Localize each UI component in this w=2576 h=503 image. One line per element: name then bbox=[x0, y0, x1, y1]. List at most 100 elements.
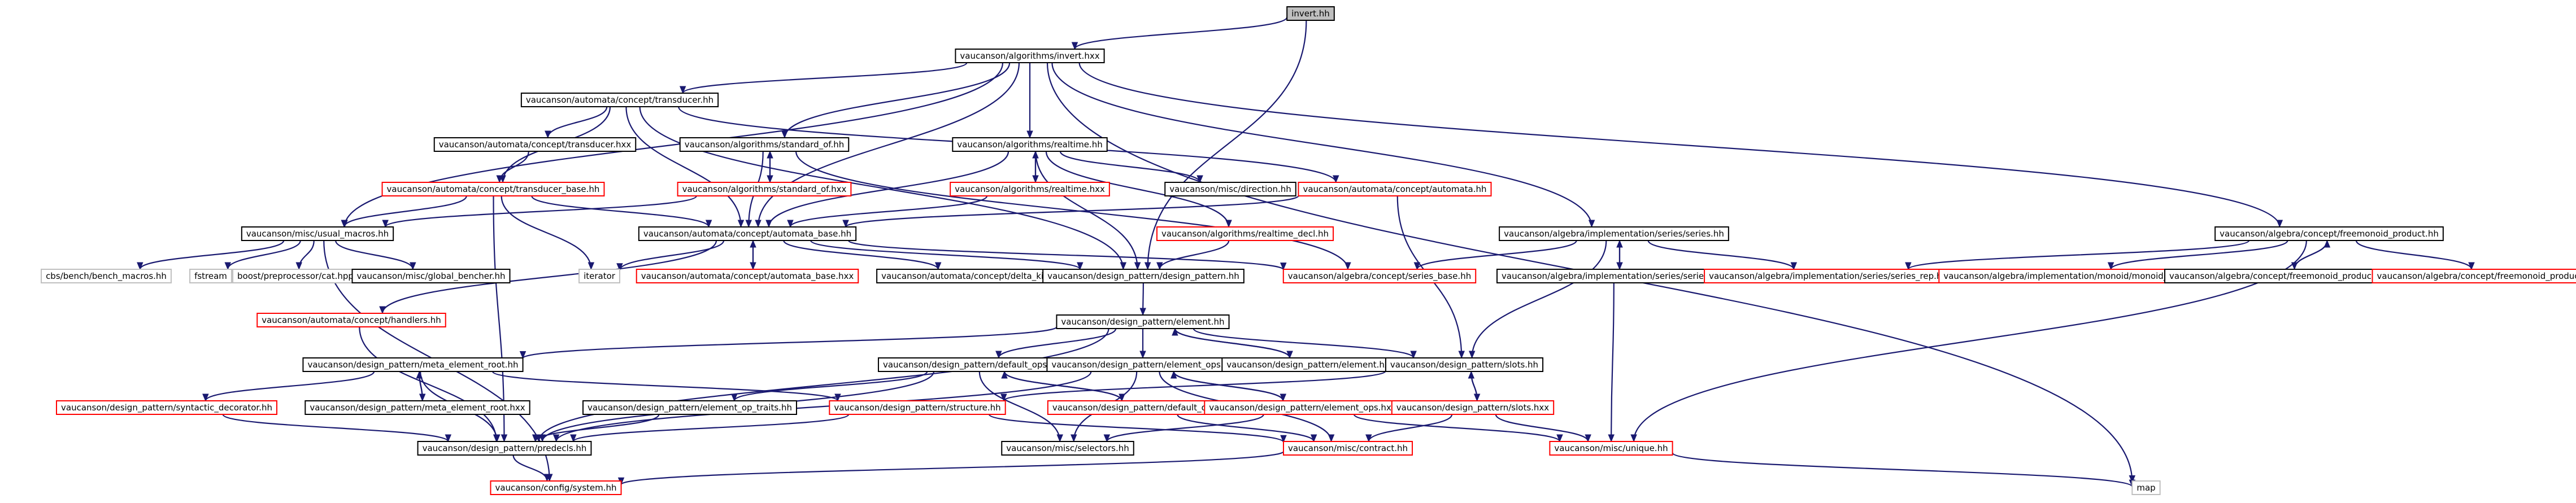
node-unique-hh[interactable]: vaucanson/misc/unique.hh bbox=[1549, 441, 1673, 456]
arrow-head bbox=[137, 262, 143, 270]
node-box bbox=[417, 441, 592, 456]
node-box bbox=[2372, 269, 2576, 283]
node-freemonoid-product-hxx[interactable]: vaucanson/algebra/concept/freemonoid_pro… bbox=[2164, 269, 2398, 283]
node-box bbox=[232, 269, 359, 283]
edge-structure-hh-to-contract-hh bbox=[988, 413, 1287, 443]
edge-line bbox=[555, 371, 1092, 442]
edge-default-ops-hh-to-selectors-hh bbox=[978, 371, 1063, 443]
node-delta-kind-hh[interactable]: vaucanson/automata/concept/delta_kind.hh bbox=[876, 269, 1073, 283]
node-design-pattern-hh[interactable]: vaucanson/design_pattern/design_pattern.… bbox=[1042, 269, 1245, 283]
node-element-op-traits-hh[interactable]: vaucanson/design_pattern/element_op_trai… bbox=[582, 400, 797, 415]
node-default-ops-hh[interactable]: vaucanson/design_pattern/default_ops.hh bbox=[877, 357, 1066, 372]
edge-slots-hxx-to-slots-hh bbox=[1468, 370, 1478, 401]
edge-line bbox=[572, 413, 850, 443]
edge-concept-transducer-hh-to-concept-transducer-hxx bbox=[545, 106, 608, 139]
edge-line bbox=[512, 454, 548, 482]
edge-invert-hh-to-design-pattern-hh bbox=[1144, 20, 1307, 270]
edge-usual-macros-hh-to-global-bencher-hh bbox=[335, 240, 416, 270]
node-usual-macros-hh[interactable]: vaucanson/misc/usual_macros.hh bbox=[241, 226, 394, 241]
node-handlers-hh[interactable]: vaucanson/automata/concept/handlers.hh bbox=[256, 313, 446, 327]
edge-line bbox=[847, 239, 1284, 270]
node-transducer-base-hh[interactable]: vaucanson/automata/concept/transducer_ba… bbox=[381, 182, 605, 196]
node-standard-of-hh[interactable]: vaucanson/algorithms/standard_of.hh bbox=[679, 137, 850, 152]
node-freemonoid-product-hh[interactable]: vaucanson/algebra/concept/freemonoid_pro… bbox=[2214, 226, 2444, 241]
node-series-hh[interactable]: vaucanson/algebra/implementation/series/… bbox=[1499, 226, 1729, 241]
arrow-head bbox=[1056, 434, 1063, 443]
node-element-ops-hh[interactable]: vaucanson/design_pattern/element_ops.hh bbox=[1046, 357, 1239, 372]
node-element-ops-hxx[interactable]: vaucanson/design_pattern/element_ops.hxx bbox=[1204, 400, 1402, 415]
node-realtime-hh[interactable]: vaucanson/algorithms/realtime.hh bbox=[952, 137, 1108, 152]
node-box bbox=[2131, 480, 2161, 495]
edge-default-ops-hxx-to-contract-hh bbox=[1177, 414, 1317, 443]
node-predecls-hh[interactable]: vaucanson/design_pattern/predecls.hh bbox=[417, 441, 592, 456]
node-label: boost/preprocessor/cat.hpp bbox=[237, 271, 354, 281]
edge-line bbox=[204, 371, 375, 401]
node-monoid-rep-hh[interactable]: vaucanson/algebra/implementation/monoid/… bbox=[1938, 269, 2200, 283]
node-meta-element-root-hh[interactable]: vaucanson/design_pattern/meta_element_ro… bbox=[302, 357, 524, 372]
edge-series-hh-to-series-base-hh bbox=[1413, 240, 1577, 270]
node-freemonoid-product-base-hh[interactable]: vaucanson/algebra/concept/freemonoid_pro… bbox=[2372, 269, 2576, 283]
node-algo-invert-hxx[interactable]: vaucanson/algorithms/invert.hxx bbox=[955, 49, 1105, 63]
node-box bbox=[241, 226, 394, 241]
node-selectors-hh[interactable]: vaucanson/misc/selectors.hh bbox=[1001, 441, 1134, 456]
arrow-head bbox=[679, 86, 686, 94]
edge-line bbox=[139, 240, 285, 270]
edge-slots-hh-to-structure-hh bbox=[1000, 370, 1387, 402]
node-box bbox=[578, 269, 620, 283]
node-automata-base-hxx[interactable]: vaucanson/automata/concept/automata_base… bbox=[636, 269, 859, 283]
edge-standard-of-hxx-to-usual-macros-hh bbox=[382, 195, 697, 228]
node-label: vaucanson/misc/direction.hh bbox=[1169, 184, 1291, 194]
node-structure-hh[interactable]: vaucanson/design_pattern/structure.hh bbox=[829, 400, 1006, 415]
arrow-head bbox=[552, 434, 560, 443]
node-contract-hh[interactable]: vaucanson/misc/contract.hh bbox=[1282, 441, 1413, 456]
node-box bbox=[1549, 441, 1673, 456]
edge-line bbox=[784, 62, 1011, 138]
node-label: vaucanson/automata/concept/automata_base… bbox=[643, 229, 851, 239]
node-element-hxx[interactable]: vaucanson/design_pattern/element.hxx bbox=[1221, 357, 1400, 372]
node-element-hh[interactable]: vaucanson/design_pattern/element.hh bbox=[1056, 314, 1230, 329]
edge-line bbox=[2294, 240, 2328, 270]
node-label: vaucanson/algorithms/realtime_decl.hh bbox=[1161, 229, 1329, 239]
node-syntactic-decorator-hh[interactable]: vaucanson/design_pattern/syntactic_decor… bbox=[56, 400, 277, 415]
node-slots-hxx[interactable]: vaucanson/design_pattern/slots.hxx bbox=[1391, 400, 1555, 415]
node-realtime-hxx[interactable]: vaucanson/algorithms/realtime.hxx bbox=[950, 182, 1110, 196]
node-system-hh[interactable]: vaucanson/config/system.hh bbox=[490, 480, 622, 495]
node-label: vaucanson/algebra/concept/series_base.hh bbox=[1288, 271, 1471, 282]
arrow-head bbox=[1344, 262, 1351, 270]
node-box bbox=[876, 269, 1073, 283]
arrow-head bbox=[1413, 262, 1421, 270]
node-realtime-decl-hh[interactable]: vaucanson/algorithms/realtime_decl.hh bbox=[1156, 226, 1334, 241]
node-series-hxx[interactable]: vaucanson/algebra/implementation/series/… bbox=[1496, 269, 1731, 283]
node-box bbox=[636, 269, 859, 283]
node-automata-base-hh[interactable]: vaucanson/automata/concept/automata_base… bbox=[638, 226, 857, 241]
node-label: vaucanson/automata/concept/automata.hh bbox=[1303, 184, 1486, 194]
arrow-head bbox=[765, 220, 772, 228]
node-box bbox=[1298, 182, 1492, 196]
node-series-rep-hh[interactable]: vaucanson/algebra/implementation/series/… bbox=[1704, 269, 1952, 283]
node-box bbox=[950, 182, 1110, 196]
node-label: vaucanson/design_pattern/element_ops.hxx bbox=[1209, 403, 1396, 413]
node-box bbox=[381, 182, 605, 196]
arrow-head bbox=[2276, 220, 2283, 228]
node-global-bencher-hh[interactable]: vaucanson/misc/global_bencher.hh bbox=[351, 269, 511, 283]
node-concept-transducer-hh[interactable]: vaucanson/automata/concept/transducer.hh bbox=[520, 93, 719, 107]
node-invert-hh[interactable]: invert.hh bbox=[1286, 6, 1335, 21]
node-box bbox=[1042, 269, 1245, 283]
node-box bbox=[1385, 357, 1544, 372]
node-label: vaucanson/design_pattern/element_ops.hh bbox=[1051, 360, 1234, 370]
node-direction-hh[interactable]: vaucanson/misc/direction.hh bbox=[1164, 182, 1296, 196]
edge-usual-macros-hh-to-fstream bbox=[224, 240, 301, 270]
node-standard-of-hxx[interactable]: vaucanson/algorithms/standard_of.hxx bbox=[677, 182, 852, 196]
edge-line bbox=[682, 62, 968, 94]
edge-element-ops-hxx-to-element-ops-hh bbox=[1170, 370, 1284, 401]
arrow-head bbox=[1225, 220, 1232, 228]
edge-automata-base-hh-to-design-pattern-hh bbox=[810, 239, 1084, 270]
node-label: vaucanson/algebra/concept/freemonoid_pro… bbox=[2377, 271, 2576, 282]
node-concept-automata-hh[interactable]: vaucanson/automata/concept/automata.hh bbox=[1298, 182, 1492, 196]
node-map: map bbox=[2131, 480, 2161, 495]
node-concept-transducer-hxx[interactable]: vaucanson/automata/concept/transducer.hx… bbox=[433, 137, 637, 152]
node-series-base-hh[interactable]: vaucanson/algebra/concept/series_base.hh bbox=[1282, 269, 1477, 283]
edge-concept-automata-hh-to-automata-base-hh bbox=[842, 195, 1299, 228]
node-meta-element-root-hxx[interactable]: vaucanson/design_pattern/meta_element_ro… bbox=[304, 400, 530, 415]
node-slots-hh[interactable]: vaucanson/design_pattern/slots.hh bbox=[1385, 357, 1544, 372]
